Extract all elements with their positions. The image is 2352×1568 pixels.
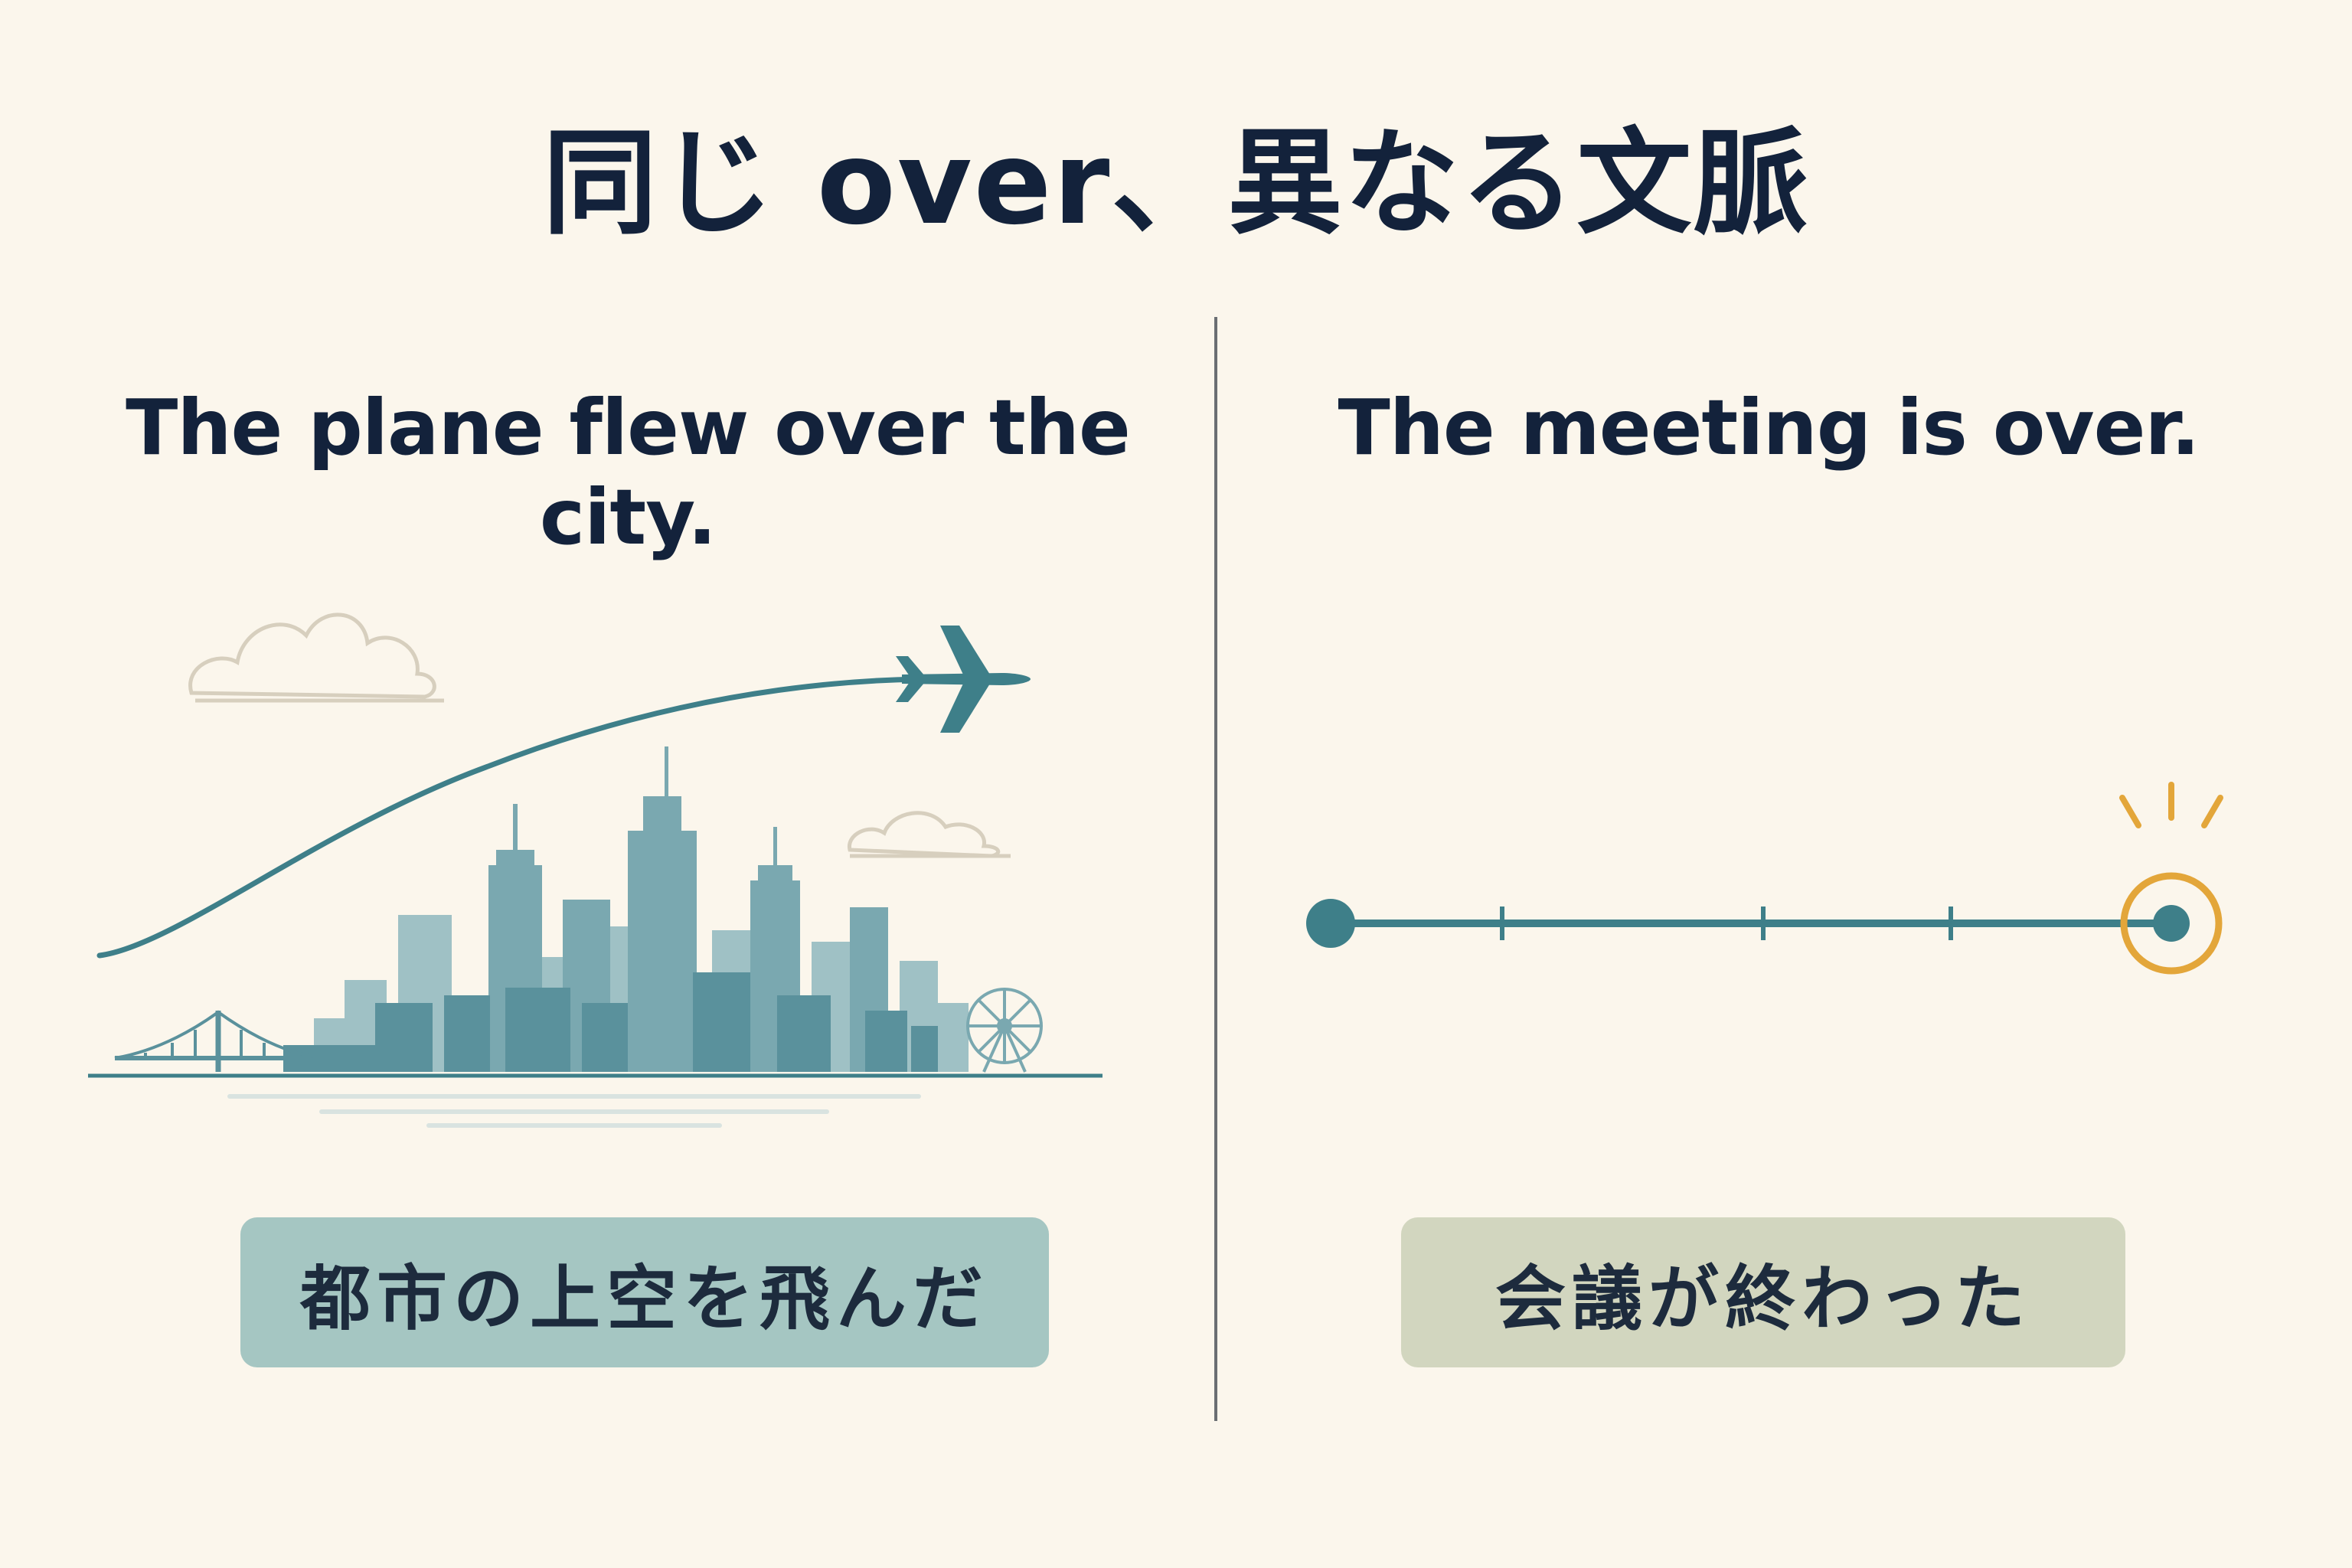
ferris-wheel-icon: [966, 988, 1043, 1073]
right-translation-badge: 会議が終わった: [1401, 1217, 2125, 1367]
right-sentence: The meeting is over.: [1338, 383, 2200, 472]
left-sentence: The plane flew over the city.: [126, 383, 1131, 562]
cloud-icon-small: [848, 811, 1011, 858]
timeline-start-point: [1306, 899, 1355, 948]
water-reflection: [227, 1094, 921, 1128]
airplane-icon: [896, 626, 1031, 733]
highlight-rays-icon: [2119, 782, 2223, 828]
city-skyline: [283, 746, 969, 1072]
left-translation-badge: 都市の上空を飛んだ: [240, 1217, 1049, 1367]
cloud-icon-large: [188, 612, 444, 703]
center-divider: [1214, 317, 1217, 1421]
timeline-end-ring: [2120, 872, 2223, 975]
bridge-icon: [114, 1010, 315, 1072]
timeline-end-point: [2153, 905, 2190, 942]
flight-path: [96, 676, 922, 959]
page-title: 同じ over、異なる文脈: [542, 117, 1810, 250]
timeline: [1306, 782, 2223, 975]
